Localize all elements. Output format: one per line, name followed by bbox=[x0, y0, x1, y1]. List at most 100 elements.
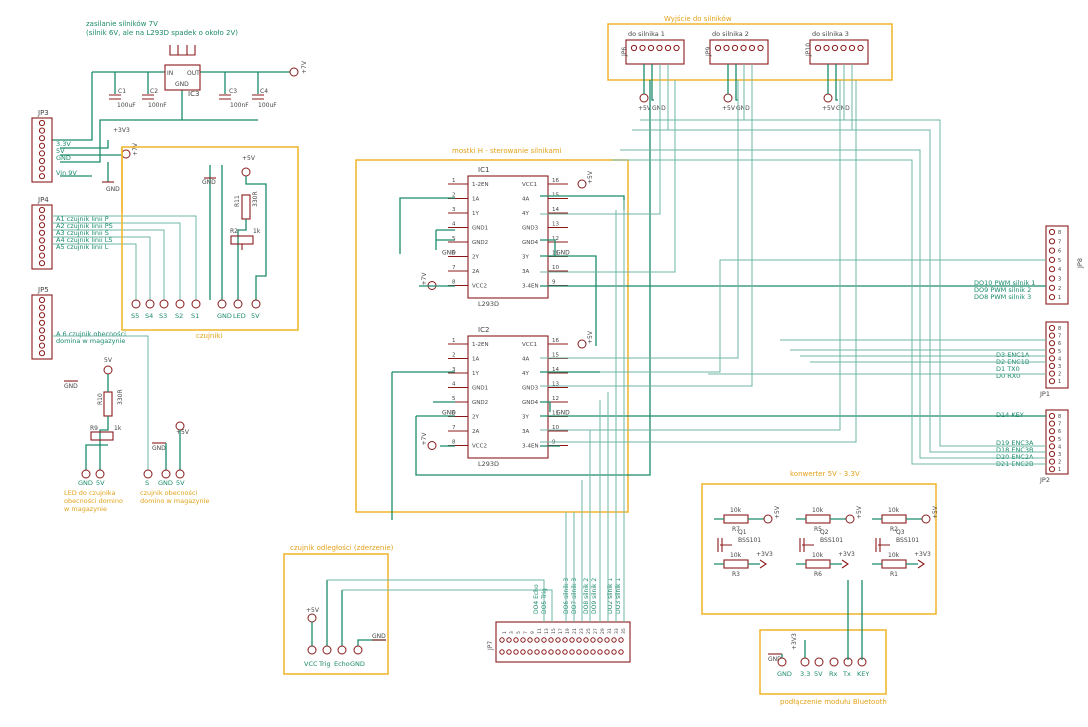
jp4-pin bbox=[38, 214, 46, 221]
jp7-signal-label: DO4 Echo bbox=[533, 584, 540, 614]
converter-v33-label: +3V3 bbox=[756, 551, 773, 558]
motor-plus-symbol bbox=[823, 93, 833, 103]
jp7-pin bbox=[527, 649, 533, 655]
motor-connector-pin bbox=[731, 44, 739, 52]
converter-mosfet-name: Q3 bbox=[896, 529, 905, 536]
jp2-pin-number: 7 bbox=[1058, 422, 1061, 428]
converter-wire bbox=[872, 518, 922, 565]
ic-pin-name: GND2 bbox=[472, 400, 488, 406]
presence-sensor-block: GND +5V S GND 5V czujnik obecności domin… bbox=[140, 421, 209, 505]
motor-plus-label: +5V bbox=[638, 105, 652, 112]
converter-plus5-label: +5V bbox=[774, 505, 781, 519]
line-sensor-terminal-label: S1 bbox=[191, 312, 199, 320]
drivers-block: mostki H - sterowanie silnikami IC1L293D… bbox=[355, 147, 629, 513]
line-sensor-terminal bbox=[191, 299, 201, 309]
jp7-pin bbox=[534, 637, 540, 643]
ic-plus5-symbol bbox=[577, 179, 587, 189]
ic-pin-name: GND4 bbox=[522, 400, 539, 406]
power-out-symbol bbox=[289, 67, 299, 77]
line-sensor-terminal bbox=[145, 299, 155, 309]
ic-pin-number: 10 bbox=[552, 425, 559, 431]
jp8-pin-number: 1 bbox=[1058, 295, 1061, 301]
jp7-pin-number: 33 bbox=[614, 628, 620, 634]
motor-connector-pin bbox=[757, 44, 764, 52]
ic-pin-number: 14 bbox=[552, 207, 559, 213]
jp7-pin bbox=[541, 649, 547, 655]
converter-resistor-top bbox=[881, 514, 907, 524]
jp2-pin-number: 4 bbox=[1058, 444, 1061, 450]
jp7-pin bbox=[506, 649, 512, 655]
jp7-signal-label: DO8 silnik 2 bbox=[583, 578, 590, 614]
svg-text:JP2: JP2 bbox=[1039, 476, 1050, 484]
jp8-pin bbox=[1048, 247, 1056, 254]
jp5-pin bbox=[38, 342, 46, 349]
jp1-pin bbox=[1048, 378, 1056, 385]
jp7-signal-label: DO9 silnik 2 bbox=[591, 578, 598, 614]
ic-pin-name: 3A bbox=[522, 269, 529, 275]
svg-text:A4 czujnik linii LS: A4 czujnik linii LS bbox=[56, 236, 112, 244]
jp5-pin bbox=[38, 327, 46, 334]
jp7-pin bbox=[604, 649, 610, 655]
converter-resistor-name: R5 bbox=[814, 526, 822, 533]
motor-gnd-label: GND bbox=[736, 105, 750, 112]
svg-text:A3 czujnik linii S: A3 czujnik linii S bbox=[56, 229, 109, 237]
line-sensor-terminal-label: S4 bbox=[145, 312, 153, 320]
svg-text:DO10 PWM silnik 1: DO10 PWM silnik 1 bbox=[974, 279, 1035, 287]
svg-text:czujnik odległości (zderzenie): czujnik odległości (zderzenie) bbox=[290, 544, 394, 552]
converter-v33-arrow bbox=[841, 559, 849, 569]
bluetooth-terminal bbox=[777, 657, 787, 667]
ic-gnd-label: GND bbox=[556, 250, 570, 257]
converter-v33-label: +3V3 bbox=[838, 551, 855, 558]
svg-text:GND: GND bbox=[78, 479, 93, 487]
motor-connector-pin bbox=[848, 44, 856, 52]
jp7-pin-number: 35 bbox=[621, 628, 627, 634]
ic-pin-name: 1A bbox=[472, 357, 479, 363]
ic-pin-name: VCC1 bbox=[522, 182, 537, 188]
ic-pin-number: 11 bbox=[552, 411, 559, 417]
ultrasonic-terminal bbox=[322, 645, 332, 655]
jp2-pin-number: 5 bbox=[1058, 437, 1061, 443]
jp8-pin bbox=[1048, 294, 1056, 301]
svg-text:C4: C4 bbox=[260, 88, 268, 95]
jp5-pin bbox=[38, 304, 46, 311]
motor-connector-pin bbox=[639, 44, 646, 52]
jp2-pin bbox=[1048, 443, 1056, 450]
jp7-pin bbox=[548, 637, 554, 643]
converter-v33-arrow bbox=[917, 559, 925, 569]
svg-text:czujnik obecności: czujnik obecności bbox=[140, 489, 197, 497]
motor-plus-label: +5V bbox=[722, 105, 736, 112]
ic-pin-name: 3Y bbox=[522, 255, 529, 261]
jp4-pin bbox=[38, 252, 46, 259]
motor-wire bbox=[727, 64, 738, 101]
ic-pin-name: 3A bbox=[522, 429, 529, 435]
connector-jp3: JP3 3.3V 5V GND Vin 9V GND +7V bbox=[31, 109, 139, 193]
bluetooth-terminal bbox=[800, 657, 810, 667]
jp1-pin-number: 1 bbox=[1058, 379, 1061, 385]
converter-mosfet-name: Q1 bbox=[738, 529, 747, 536]
svg-text:+5V: +5V bbox=[242, 155, 256, 162]
jp5-pin bbox=[38, 312, 46, 319]
jp7-pin-number: 13 bbox=[544, 628, 550, 634]
svg-text:D1 TX0: D1 TX0 bbox=[996, 365, 1020, 373]
converter-resistor-name: R7 bbox=[732, 526, 740, 533]
converter-plus5-symbol bbox=[921, 514, 931, 524]
svg-text:GND: GND bbox=[202, 179, 216, 186]
svg-text:domino w magazynie: domino w magazynie bbox=[140, 497, 209, 505]
jp8-pin bbox=[1048, 228, 1056, 236]
jp3-line-5v: 5V bbox=[56, 147, 65, 155]
jp8-pin-number: 7 bbox=[1058, 239, 1061, 245]
converter-wire bbox=[714, 518, 764, 565]
converter-mosfet-part: BSS101 bbox=[896, 537, 919, 544]
jp7-pin-number: 1 bbox=[502, 631, 508, 634]
jp7-pin bbox=[520, 637, 526, 643]
jp3-pin bbox=[38, 150, 46, 157]
bluetooth-terminal bbox=[814, 657, 824, 667]
svg-text:LED do czujnika: LED do czujnika bbox=[64, 489, 115, 497]
jp1-pin-number: 8 bbox=[1058, 326, 1061, 332]
motor-plus-symbol bbox=[723, 93, 733, 103]
ic-pin-number: 2 bbox=[452, 353, 456, 359]
ic-pin-name: GND3 bbox=[522, 226, 539, 232]
jp2-pin bbox=[1048, 428, 1056, 435]
converter-resistor-top bbox=[723, 514, 749, 524]
